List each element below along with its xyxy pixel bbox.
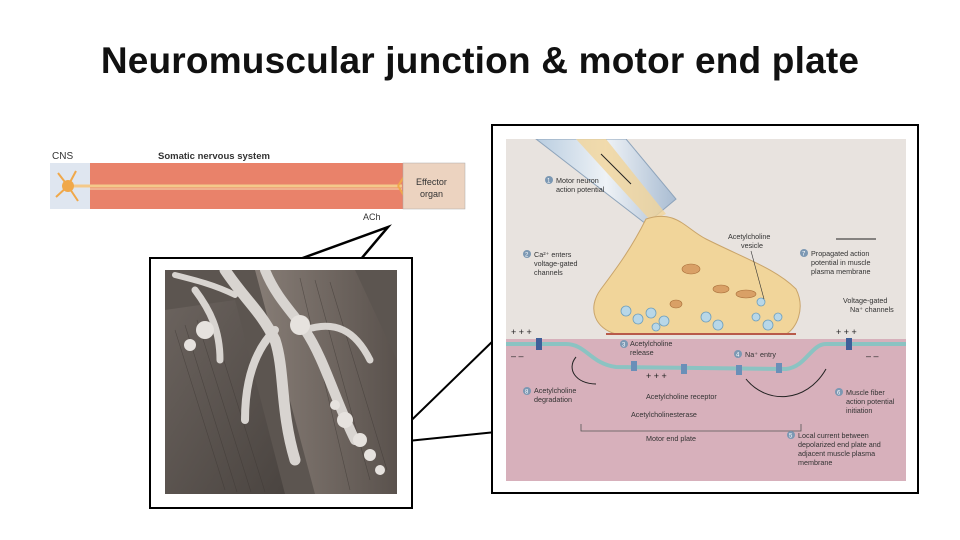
svg-text:vesicle: vesicle: [741, 241, 763, 250]
axon-core: [576, 139, 666, 221]
arrow-action-potential: [600, 153, 632, 185]
svg-text:7: 7: [802, 252, 806, 258]
end-plate-bracket: [580, 424, 802, 432]
svg-text:3: 3: [622, 343, 626, 349]
callout-pointer-left: [299, 224, 392, 261]
svg-text:+ + +: + + +: [511, 327, 532, 337]
step1-text-line2: action potential: [556, 185, 605, 194]
svg-text:8: 8: [525, 390, 529, 396]
step5-text-line1: Local current between: [798, 431, 869, 440]
nerve-terminal-clusters: [184, 315, 385, 475]
muscle-fiber-left: [165, 300, 285, 494]
step3-text-line2: release: [630, 348, 654, 357]
acetylcholine-receptors: [631, 361, 782, 375]
neuron-cell-body: [55, 170, 79, 202]
step5-text-line2: depolarized end plate and: [798, 440, 881, 449]
step6-text-line2: action potential: [846, 397, 895, 406]
step7-text-line2: potential in muscle: [811, 258, 871, 267]
diagram-frame: + + + + + + – – – – + + + 1 Motor neuron a…: [491, 124, 919, 494]
step2-text-line1: Ca²⁺ enters: [534, 250, 572, 259]
step6-text-line3: initiation: [846, 406, 872, 415]
step7-text-line1: Propagated action: [811, 249, 869, 258]
step2-text-line2: voltage-gated: [534, 259, 578, 268]
svg-text:5: 5: [789, 434, 793, 440]
step3-text-line1: Acetylcholine: [630, 339, 672, 348]
step8-text-line1: Acetylcholine: [534, 386, 576, 395]
svg-text:4: 4: [736, 353, 740, 359]
ach-label: ACh: [363, 212, 381, 222]
svg-text:– –: – –: [866, 351, 879, 361]
membrane-charges: + + + + + + – – – – + + +: [511, 327, 879, 381]
effector-organ-box: [402, 162, 466, 210]
axon-terminal-bouton: [593, 215, 801, 335]
step3-callout: 3 Acetylcholine release: [620, 339, 672, 357]
postsynaptic-membrane: [506, 342, 906, 372]
nerve-branches: [172, 270, 374, 466]
ach-vesicles: [620, 297, 783, 332]
svg-text:6: 6: [837, 391, 841, 397]
svg-text:– –: – –: [511, 351, 524, 361]
slide-title: Neuromuscular junction & motor end plate: [100, 40, 860, 81]
step4-callout: 4 Na⁺ entry: [734, 350, 776, 359]
step7-callout: 7 Propagated action potential in muscle …: [800, 249, 871, 276]
micrograph-frame: [149, 257, 413, 509]
somatic-system-label: Somatic nervous system: [158, 151, 270, 162]
svg-text:+ + +: + + +: [646, 371, 667, 381]
cns-label: CNS: [52, 151, 73, 162]
step1-text-line1: Motor neuron: [556, 176, 599, 185]
svg-text:1: 1: [547, 179, 551, 185]
svg-text:2: 2: [525, 253, 529, 259]
effector-label-line2: organ: [420, 189, 443, 199]
vesicle-label: Acetylcholine vesicle: [728, 232, 770, 300]
svg-text:Voltage-gated: Voltage-gated: [843, 296, 887, 305]
step5-text-line4: membrane: [798, 458, 832, 467]
effector-label-line1: Effector: [416, 177, 447, 187]
voltage-gated-na-channels: [536, 338, 852, 350]
arrow-local-current: [745, 368, 827, 398]
esterase-label: Acetylcholinesterase: [631, 410, 697, 419]
somatic-pathway-diagram: CNS Somatic nervous system Effector orga…: [50, 151, 466, 222]
step8-callout: 8 Acetylcholine degradation: [523, 386, 576, 404]
step7-text-line3: plasma membrane: [811, 267, 871, 276]
step5-callout: 5 Local current between depolarized end …: [787, 431, 881, 467]
svg-text:Acetylcholine: Acetylcholine: [728, 232, 770, 241]
voltage-gated-label: Voltage-gated Na⁺ channels: [843, 296, 894, 314]
step2-callout: 2 Ca²⁺ enters voltage-gated channels: [523, 250, 578, 277]
step2-text-line3: channels: [534, 268, 563, 277]
svg-text:Na⁺ channels: Na⁺ channels: [850, 305, 894, 314]
step4-text-line1: Na⁺ entry: [745, 350, 776, 359]
mitochondria: [669, 263, 757, 309]
step5-text-line3: adjacent muscle plasma: [798, 449, 875, 458]
receptor-label: Acetylcholine receptor: [646, 392, 717, 401]
arrow-degradation: [571, 356, 597, 385]
svg-text:+ + +: + + +: [836, 327, 857, 337]
sem-micrograph: [165, 270, 397, 494]
end-plate-label: Motor end plate: [646, 434, 696, 443]
neuromuscular-junction-diagram: + + + + + + – – – – + + + 1 Motor neuron a…: [506, 139, 906, 481]
step6-text-line1: Muscle fiber: [846, 388, 885, 397]
step6-callout: 6 Muscle fiber action potential initiati…: [835, 388, 895, 415]
step8-text-line2: degradation: [534, 395, 572, 404]
step1-callout: 1 Motor neuron action potential: [545, 176, 605, 194]
